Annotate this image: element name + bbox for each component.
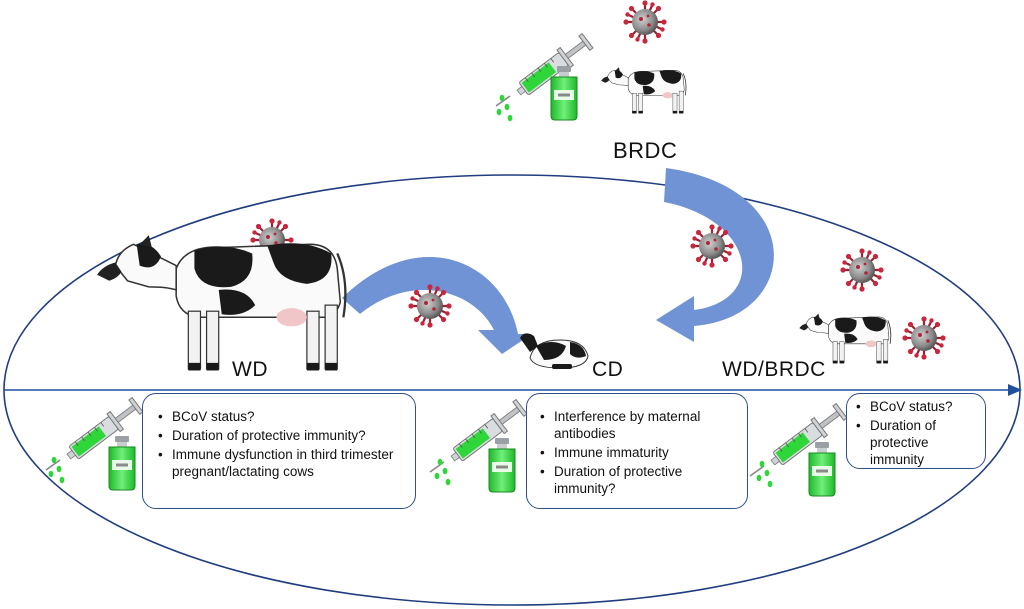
vaccine-drops-icon <box>496 94 513 122</box>
info-box-wd-brdc: BCoV status? Duration of protective immu… <box>846 393 986 469</box>
calf-cd-icon <box>520 333 589 369</box>
arrow-brdc-to-cd <box>656 168 774 342</box>
vaccine-vial-icon <box>108 435 136 491</box>
calf-wd-brdc-icon <box>798 313 892 364</box>
info-box-cd: Interference by maternal antibodies Immu… <box>526 393 748 509</box>
info-item: Duration of protective immunity <box>853 417 979 468</box>
info-item: BCoV status? <box>155 408 405 425</box>
label-cd: CD <box>592 358 624 381</box>
label-wd: WD <box>232 358 268 381</box>
label-brdc: BRDC <box>613 138 678 163</box>
info-item: Interference by maternal antibodies <box>537 408 739 442</box>
info-box-wd: BCoV status? Duration of protective immu… <box>142 393 416 509</box>
calf-brdc-icon <box>600 66 687 114</box>
virus-icon <box>901 315 947 361</box>
virus-icon <box>407 283 453 329</box>
info-item: Duration of protective immunity? <box>537 463 739 497</box>
info-item: Immune immaturity <box>537 444 739 461</box>
info-item: Duration of protective immunity? <box>155 427 405 444</box>
virus-icon <box>689 223 735 269</box>
timeline-arrowhead <box>1008 384 1022 396</box>
info-item: BCoV status? <box>853 398 979 415</box>
info-item: Immune dysfunction in third trimester pr… <box>155 446 405 480</box>
virus-icon <box>839 247 885 293</box>
vaccine-vial-icon <box>488 437 516 493</box>
arrow-wd-to-cd <box>342 257 532 354</box>
vaccine-vial-icon <box>808 441 836 497</box>
syringe-icon <box>495 31 595 107</box>
vaccine-drops-icon <box>756 460 773 488</box>
label-wd-brdc: WD/BRDC <box>722 358 826 381</box>
cow-wd-icon <box>95 234 347 372</box>
virus-icon <box>622 0 668 45</box>
